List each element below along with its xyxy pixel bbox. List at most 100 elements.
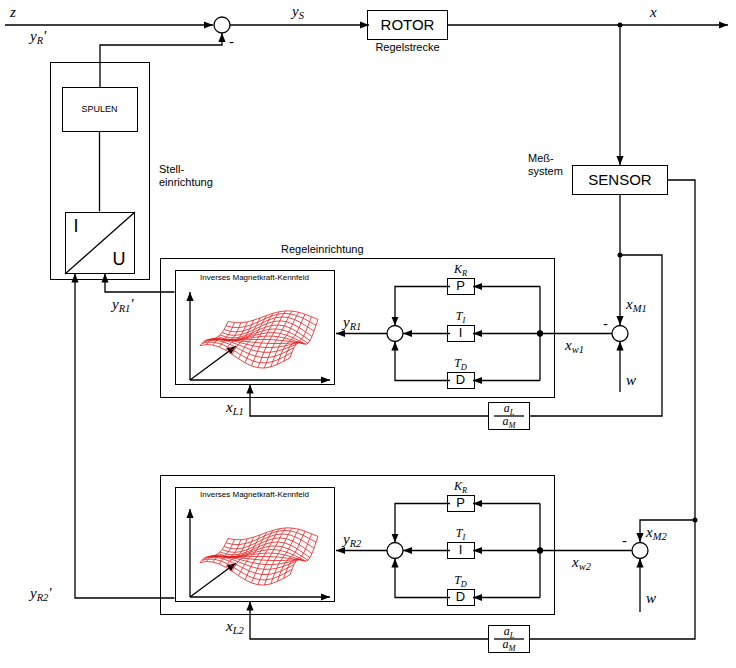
box-label: SENSOR <box>573 171 667 188</box>
measure-wire <box>619 255 620 325</box>
signal-name: yR' <box>30 28 46 47</box>
box-caption: aM <box>489 638 529 653</box>
d-block: DTD <box>447 372 475 389</box>
box-caption: aL <box>489 402 529 417</box>
subscript: M <box>509 643 516 652</box>
symbol-letter: a <box>504 401 510 415</box>
signal-wire <box>403 550 450 551</box>
surface-line <box>239 315 267 358</box>
scale-box: aLaM <box>488 625 530 653</box>
plant-box: ROTORRegelstrecke <box>367 10 448 40</box>
box-label: ROTOR <box>368 16 447 33</box>
sign-mark: - <box>622 532 627 549</box>
symbol-letter: K <box>454 262 462 276</box>
subscript: L <box>510 631 515 640</box>
subscript: R <box>462 269 467 278</box>
subscript: L <box>510 408 515 417</box>
signal-name: yS <box>292 3 304 22</box>
symbol-letter: a <box>504 624 510 638</box>
block-caption: Meß- system <box>528 152 573 177</box>
surface-line <box>258 528 286 585</box>
signal-name: yR2 <box>343 531 361 550</box>
summing-point <box>612 326 628 342</box>
surface-plot <box>200 311 318 368</box>
box-caption: TD <box>434 574 488 589</box>
signal-wire <box>473 597 540 598</box>
surface-line <box>200 345 290 368</box>
fraction-bar <box>494 415 524 416</box>
signal-connector <box>448 25 620 165</box>
subscript: I <box>462 533 465 542</box>
signal-name: w <box>626 372 636 389</box>
signal-wire <box>473 503 540 504</box>
surface-line <box>226 313 316 327</box>
signal-wire <box>190 346 236 380</box>
summing-point <box>387 326 403 342</box>
signal-wire <box>473 286 540 287</box>
p-block: PKR <box>447 278 475 295</box>
p-block: PKR <box>447 495 475 512</box>
subscript: R <box>37 35 43 46</box>
summing-point <box>632 543 648 559</box>
symbol-letter: T <box>456 526 463 540</box>
box-label: P <box>448 496 474 511</box>
signal-name: xw2 <box>572 554 591 573</box>
signal-wire <box>190 563 236 597</box>
box-label: SPULEN <box>63 104 137 114</box>
surface-line <box>228 311 318 323</box>
signal-connector <box>250 602 488 640</box>
surface-line <box>284 317 312 362</box>
signal-wire <box>395 559 450 598</box>
box-caption: Regelstrecke <box>338 41 477 54</box>
signal-name: xL2 <box>226 618 244 637</box>
surface-line <box>258 311 286 368</box>
map-box: Inverses Magnetkraft-Kennfeld <box>175 270 335 385</box>
signal-name: xw1 <box>565 337 584 356</box>
box-caption: TI <box>434 527 488 542</box>
subscript: R <box>462 486 467 495</box>
signal-wire <box>336 333 387 334</box>
signal-wire <box>189 292 190 380</box>
surface-line <box>232 318 260 354</box>
symbol-letter: T <box>454 573 461 587</box>
signal-name: w <box>646 590 656 607</box>
summing-point <box>387 543 403 559</box>
signal-wire <box>473 380 540 381</box>
surface-line <box>200 562 290 585</box>
subscript: M <box>509 420 516 429</box>
scale-box: aLaM <box>488 402 530 430</box>
actuator-frame: SPULENIUStell- einrichtung <box>50 62 150 280</box>
summing-point <box>214 17 230 33</box>
d-block: DTD <box>447 589 475 606</box>
junction-dot <box>538 331 543 336</box>
box-caption: TI <box>434 310 488 325</box>
symbol-letter: T <box>454 356 461 370</box>
i-block: ITI <box>447 325 475 342</box>
feedback-wire <box>100 33 222 87</box>
converter-box: IU <box>65 212 135 274</box>
surface-line <box>284 534 312 579</box>
symbol-letter: ' <box>130 296 133 312</box>
fraction-bar <box>494 638 524 639</box>
box-caption: aL <box>489 625 529 640</box>
surface-line <box>232 535 260 571</box>
symbol-letter: x <box>226 618 233 634</box>
signal-name: xM2 <box>646 524 667 543</box>
box-caption: KR <box>434 263 488 278</box>
signal-connector <box>250 385 488 417</box>
symbol-letter: y <box>343 531 350 547</box>
converter-diagonal <box>65 212 135 274</box>
signal-name: xL1 <box>226 399 244 418</box>
subscript: M1 <box>633 303 647 314</box>
sign-mark: - <box>603 315 608 332</box>
i-block: ITI <box>447 542 475 559</box>
signal-wire <box>403 333 450 334</box>
subscript: D <box>461 580 467 589</box>
subscript: R1 <box>350 321 362 332</box>
measure-wire <box>640 520 695 542</box>
box-label: D <box>448 590 474 605</box>
map-box: Inverses Magnetkraft-Kennfeld <box>175 487 335 602</box>
surface-line <box>226 530 316 544</box>
signal-name: yR2' <box>30 585 52 604</box>
subscript: M2 <box>653 531 667 542</box>
